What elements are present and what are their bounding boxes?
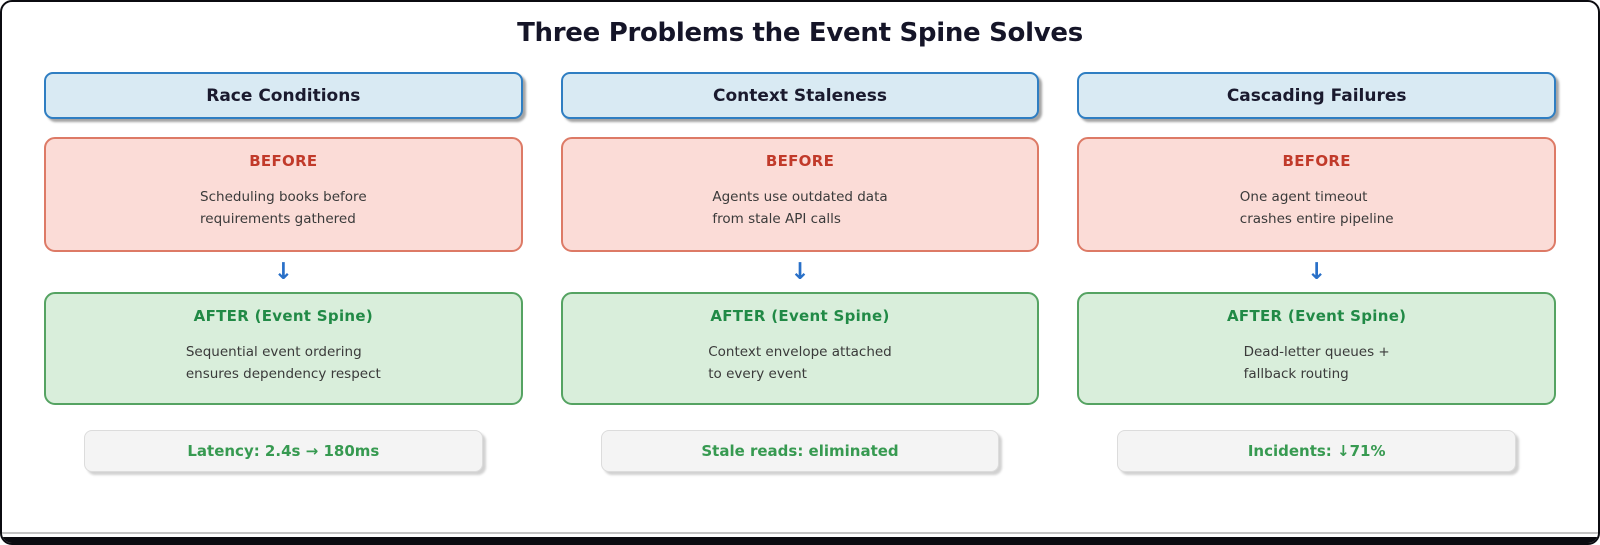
before-box: BEFORE One agent timeout crashes entire … xyxy=(1077,137,1557,252)
before-text-line: requirements gathered xyxy=(200,211,356,228)
column-header: Cascading Failures xyxy=(1077,72,1557,119)
page-title: Three Problems the Event Spine Solves xyxy=(517,18,1083,48)
before-text-line: Agents use outdated data xyxy=(712,189,888,205)
arrow-row: ↓ xyxy=(561,252,1040,292)
column-header: Context Staleness xyxy=(560,72,1040,119)
down-arrow-icon: ↓ xyxy=(790,259,810,285)
before-body: Agents use outdated data from stale API … xyxy=(563,186,1038,231)
metric-label: Stale reads: eliminated xyxy=(701,442,899,460)
arrow-row: ↓ xyxy=(1077,252,1556,292)
before-body: Scheduling books before requirements gat… xyxy=(46,186,521,231)
after-text-line: Dead-letter queues + xyxy=(1243,344,1390,360)
after-label: AFTER (Event Spine) xyxy=(193,307,373,325)
after-text-line: Context envelope attached xyxy=(708,344,892,360)
before-text-line: from stale API calls xyxy=(712,211,841,228)
column-context-staleness: Context Staleness BEFORE Agents use outd… xyxy=(560,72,1040,472)
after-text-line: Sequential event ordering xyxy=(185,344,362,360)
before-text-line: Scheduling books before xyxy=(200,189,367,205)
before-body: One agent timeout crashes entire pipelin… xyxy=(1079,186,1554,231)
before-box: BEFORE Scheduling books before requireme… xyxy=(44,137,523,252)
metric-box: Stale reads: eliminated xyxy=(600,430,1000,472)
metric-label: Incidents: ↓71% xyxy=(1247,442,1386,460)
columns-container: Race Conditions BEFORE Scheduling books … xyxy=(2,72,1598,472)
metric-box: Incidents: ↓71% xyxy=(1117,430,1517,472)
column-header-label: Context Staleness xyxy=(713,85,887,106)
before-label: BEFORE xyxy=(249,152,318,170)
column-cascading-failures: Cascading Failures BEFORE One agent time… xyxy=(1077,72,1557,472)
after-text-line: ensures dependency respect xyxy=(185,366,381,383)
after-text-line: to every event xyxy=(708,366,807,383)
frame-hairline xyxy=(2,532,1598,534)
after-label: AFTER (Event Spine) xyxy=(710,307,890,325)
column-header-label: Race Conditions xyxy=(206,85,361,106)
after-box: AFTER (Event Spine) Context envelope att… xyxy=(560,292,1040,405)
before-text-line: crashes entire pipeline xyxy=(1239,211,1394,228)
after-box: AFTER (Event Spine) Sequential event ord… xyxy=(44,292,523,405)
metric-box: Latency: 2.4s → 180ms xyxy=(84,430,483,472)
frame-bottom-bar xyxy=(2,537,1598,543)
before-text-line: One agent timeout xyxy=(1239,189,1368,205)
metric-label: Latency: 2.4s → 180ms xyxy=(187,442,380,460)
down-arrow-icon: ↓ xyxy=(273,259,293,285)
after-label: AFTER (Event Spine) xyxy=(1227,307,1407,325)
column-header-label: Cascading Failures xyxy=(1226,85,1407,106)
before-box: BEFORE Agents use outdated data from sta… xyxy=(560,137,1040,252)
column-header: Race Conditions xyxy=(44,72,523,119)
after-box: AFTER (Event Spine) Dead-letter queues +… xyxy=(1077,292,1557,405)
arrow-row: ↓ xyxy=(44,252,523,292)
column-race-conditions: Race Conditions BEFORE Scheduling books … xyxy=(44,72,523,472)
after-body: Context envelope attached to every event xyxy=(563,341,1038,386)
after-text-line: fallback routing xyxy=(1243,366,1349,383)
after-body: Sequential event ordering ensures depend… xyxy=(46,341,521,386)
down-arrow-icon: ↓ xyxy=(1307,259,1327,285)
after-body: Dead-letter queues + fallback routing xyxy=(1079,341,1554,386)
before-label: BEFORE xyxy=(1282,152,1351,170)
before-label: BEFORE xyxy=(765,152,835,170)
